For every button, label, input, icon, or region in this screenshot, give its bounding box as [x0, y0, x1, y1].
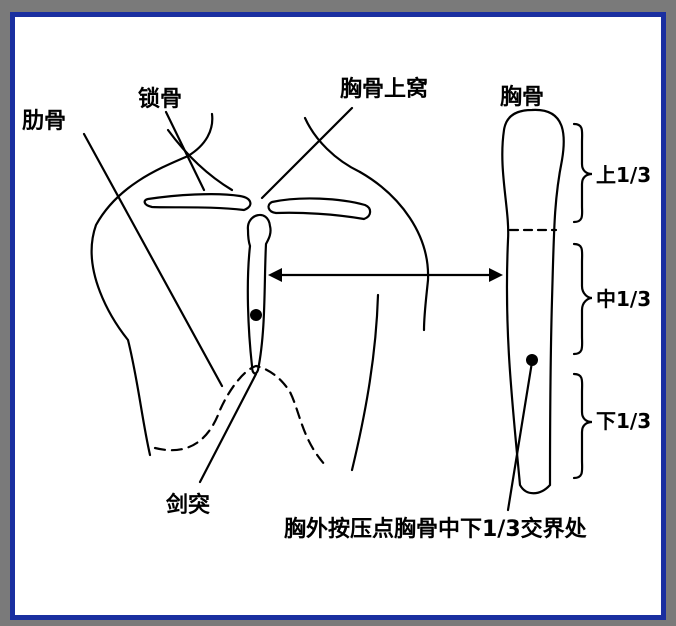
leader-rib [82, 132, 224, 388]
rib-arch-dashed [153, 364, 328, 468]
label-middle-third: 中1/3 [596, 287, 651, 311]
arrow-head-left [268, 268, 282, 282]
torso-right-neck [303, 116, 362, 174]
label-clavicle: 锁骨 [138, 86, 182, 112]
label-xiphoid: 剑突 [165, 492, 210, 518]
caption-compression-point: 胸外按压点胸骨中下1/3交界处 [284, 516, 587, 542]
leader-clavicle [164, 110, 206, 192]
brace-lower [572, 372, 593, 480]
body-sternum-shape [246, 214, 272, 375]
compression-point-sternum [526, 354, 538, 366]
label-sternum: 胸骨 [500, 84, 544, 110]
label-rib: 肋骨 [22, 109, 66, 134]
clavicle-left-shape [143, 193, 252, 212]
arrow-head-right [489, 268, 503, 282]
torso-right-flank [350, 293, 380, 472]
torso-left-neck [166, 128, 234, 192]
label-suprasternal-notch: 胸骨上窝 [340, 76, 428, 102]
compression-point-body [250, 309, 262, 321]
sternum-shape [501, 108, 565, 495]
clavicle-right-shape [267, 197, 372, 221]
diagram-frame [10, 12, 666, 620]
label-upper-third: 上1/3 [596, 163, 651, 187]
leader-compression [506, 360, 534, 512]
torso-right-shoulder [358, 170, 430, 332]
label-lower-third: 下1/3 [596, 409, 651, 433]
torso-left-shoulder [90, 112, 214, 457]
leader-suprasternal [260, 106, 354, 200]
leader-xiphoid [198, 372, 258, 484]
brace-upper [572, 122, 593, 224]
brace-middle [572, 242, 593, 356]
